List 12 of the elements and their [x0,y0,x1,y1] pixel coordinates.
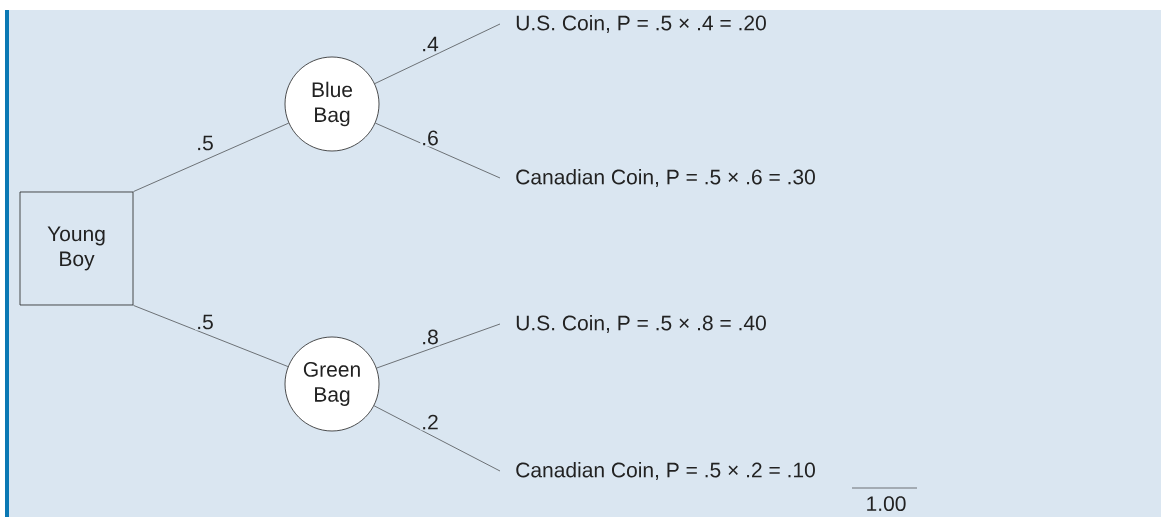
branch-line [133,122,289,192]
outcome-text: U.S. Coin, P = .5 × .8 = .40 [516,315,766,333]
outcome-text: Canadian Coin, P = .5 × .6 = .30 [516,169,815,187]
branch-line [375,122,501,179]
outcome-text: Canadian Coin, P = .5 × .2 = .10 [516,462,815,480]
branch-line [133,305,289,367]
branch-line [374,23,501,84]
total-label: 1.00 [867,496,906,512]
decision-box: Young Boy [19,191,134,306]
outcome-text: U.S. Coin, P = .5 × .4 = .20 [516,15,766,33]
branch-line [376,323,501,369]
branch-line [373,405,501,472]
